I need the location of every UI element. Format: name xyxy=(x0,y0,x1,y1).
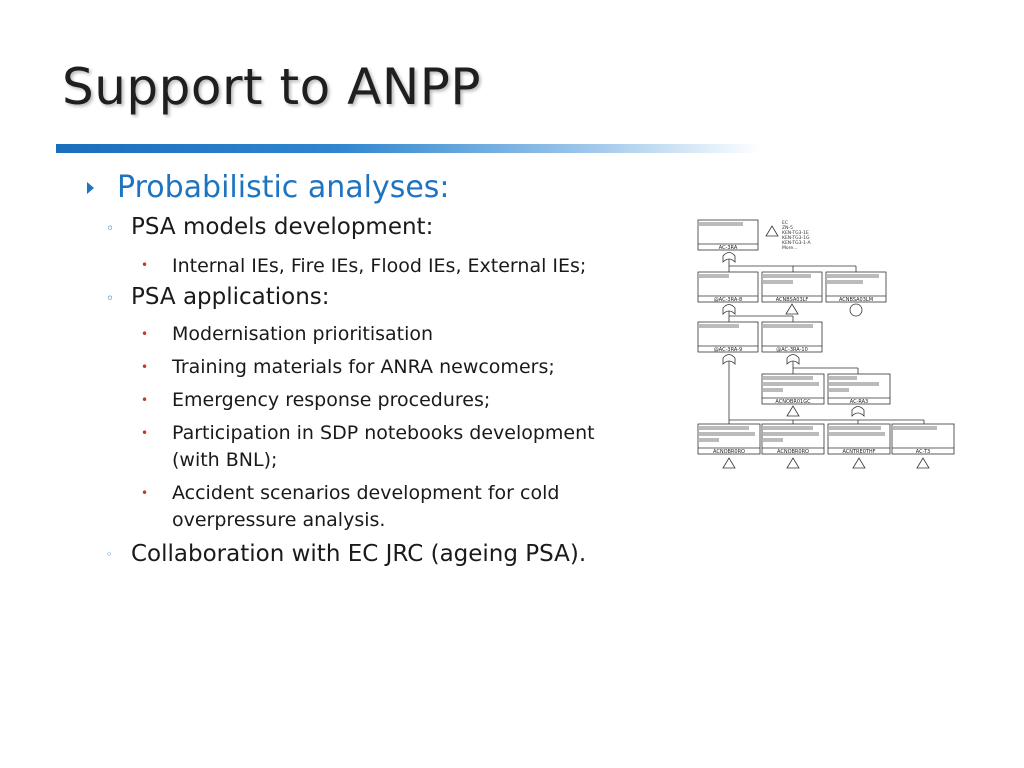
transfer-triangle-icon xyxy=(765,225,779,237)
circle-bullet-icon: ◦ xyxy=(106,221,115,237)
fault-tree-node-row4-b: AC-RA3 xyxy=(827,373,891,417)
svg-text:EC: EC xyxy=(782,220,788,226)
triangle-bullet-icon xyxy=(87,182,94,194)
circle-bullet-icon: ◦ xyxy=(106,291,115,307)
app-item-sdp-notebooks-cont: (with BNL); xyxy=(172,449,278,471)
fault-tree-node-row5-a: ACNOBR0RO xyxy=(697,423,761,469)
dot-bullet-icon: • xyxy=(141,426,149,440)
dot-bullet-icon: • xyxy=(141,327,149,341)
app-item-emergency: Emergency response procedures; xyxy=(172,389,491,411)
item-collaboration: Collaboration with EC JRC (ageing PSA). xyxy=(131,541,587,567)
app-item-modernisation: Modernisation prioritisation xyxy=(172,323,434,345)
app-item-accident-scenarios-cont: overpressure analysis. xyxy=(172,509,386,531)
fault-tree-node-row2-b: ACNBSA03LF xyxy=(761,271,823,315)
item-psa-models: PSA models development: xyxy=(131,214,434,240)
dot-bullet-icon: • xyxy=(141,360,149,374)
svg-text:@AC-3RA-10: @AC-3RA-10 xyxy=(776,347,808,353)
svg-text:AC-RA3: AC-RA3 xyxy=(850,399,869,405)
fault-tree-diagram: AC-3RA EC ZN-5 KEN-TG3-1E KEN-TG3-1G KEN… xyxy=(697,219,955,469)
app-item-accident-scenarios: Accident scenarios development for cold xyxy=(172,482,560,504)
svg-text:KEN-TG3-1G: KEN-TG3-1G xyxy=(782,235,810,241)
svg-text:ACNTRE0THF: ACNTRE0THF xyxy=(842,449,875,455)
node-id-label: AC-3RA xyxy=(719,245,738,251)
svg-text:ACNBSA03LM: ACNBSA03LM xyxy=(839,297,873,303)
app-item-sdp-notebooks: Participation in SDP notebooks developme… xyxy=(172,422,595,444)
svg-text:ACNOBR0RO: ACNOBR0RO xyxy=(713,449,745,455)
dot-bullet-icon: • xyxy=(141,258,149,272)
fault-tree-node-row5-b: ACNOBR0RO xyxy=(761,423,825,469)
svg-text:ZN-5: ZN-5 xyxy=(782,225,793,231)
fault-tree-node-row4-a: ACNOBR01GC xyxy=(761,373,825,417)
fault-tree-node-row5-d: AC-T3 xyxy=(891,423,955,469)
svg-text:More...: More... xyxy=(782,245,797,251)
fault-tree-node-row3-a: @AC-3RA-9 xyxy=(697,321,759,365)
svg-text:AC-T3: AC-T3 xyxy=(916,449,930,455)
svg-text:ACNBSA03LF: ACNBSA03LF xyxy=(776,297,809,303)
dot-bullet-icon: • xyxy=(141,486,149,500)
dot-bullet-icon: • xyxy=(141,393,149,407)
svg-text:ACNOBR01GC: ACNOBR01GC xyxy=(775,399,811,405)
fault-tree-node-row2-c: ACNBSA03LM xyxy=(825,271,887,317)
slide-title: Support to ANPP xyxy=(62,58,482,116)
fault-tree-side-list: EC ZN-5 KEN-TG3-1E KEN-TG3-1G KEN-TG3-1-… xyxy=(782,220,811,251)
circle-bullet-icon: ◦ xyxy=(106,548,113,561)
heading-probabilistic-analyses: Probabilistic analyses: xyxy=(117,170,450,205)
svg-text:@AC-3RA-8: @AC-3RA-8 xyxy=(714,297,742,303)
fault-tree-node-top: AC-3RA xyxy=(697,219,759,263)
item-psa-applications: PSA applications: xyxy=(131,284,330,310)
svg-text:KEN-TG3-1-A: KEN-TG3-1-A xyxy=(782,240,811,246)
svg-text:@AC-3RA-9: @AC-3RA-9 xyxy=(714,347,742,353)
fault-tree-node-row2-a: @AC-3RA-8 xyxy=(697,271,759,315)
svg-text:KEN-TG3-1E: KEN-TG3-1E xyxy=(782,230,809,236)
item-psa-models-ies: Internal IEs, Fire IEs, Flood IEs, Exter… xyxy=(172,255,587,277)
fault-tree-node-row5-c: ACNTRE0THF xyxy=(827,423,891,469)
app-item-training: Training materials for ANRA newcomers; xyxy=(172,356,555,378)
title-underline-bar xyxy=(56,144,762,153)
svg-text:ACNOBR0RO: ACNOBR0RO xyxy=(777,449,809,455)
fault-tree-node-row3-b: @AC-3RA-10 xyxy=(761,321,823,365)
